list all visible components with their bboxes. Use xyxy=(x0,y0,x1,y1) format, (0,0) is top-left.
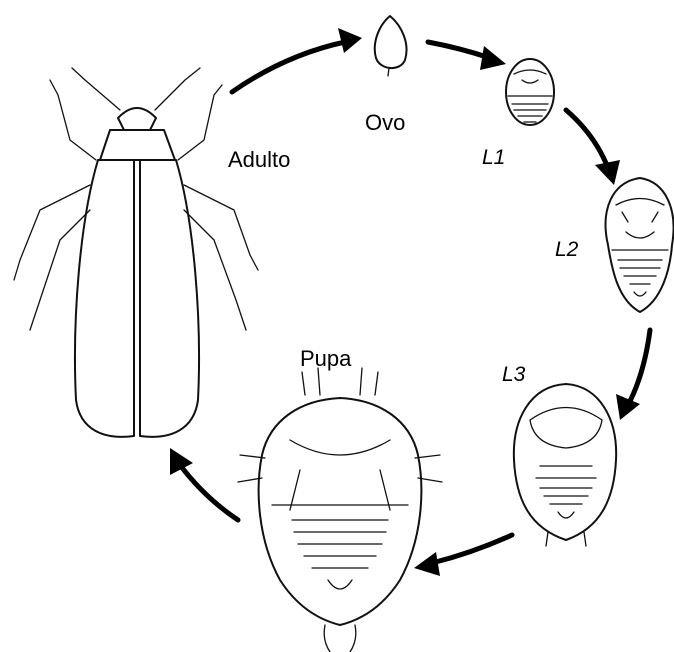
label-l2: L2 xyxy=(555,238,578,262)
label-pupa: Pupa xyxy=(300,346,351,372)
arrow-l2-to-l3 xyxy=(616,330,650,420)
label-l1: L1 xyxy=(482,146,505,170)
label-egg: Ovo xyxy=(365,110,405,136)
larva-l1-illustration xyxy=(506,59,554,125)
arrow-adult-to-egg xyxy=(232,28,362,92)
pupa-illustration xyxy=(238,368,442,652)
larva-l2-illustration xyxy=(606,178,674,312)
adult-illustration xyxy=(14,68,258,437)
arrow-l3-to-pupa xyxy=(414,535,512,576)
arrow-pupa-to-adult xyxy=(170,448,238,520)
larva-l3-illustration xyxy=(514,384,616,546)
egg-illustration xyxy=(375,16,407,76)
label-adult: Adulto xyxy=(228,147,290,173)
label-l3: L3 xyxy=(502,363,525,387)
arrow-l1-to-l2 xyxy=(566,110,620,185)
arrow-egg-to-l1 xyxy=(428,42,506,70)
